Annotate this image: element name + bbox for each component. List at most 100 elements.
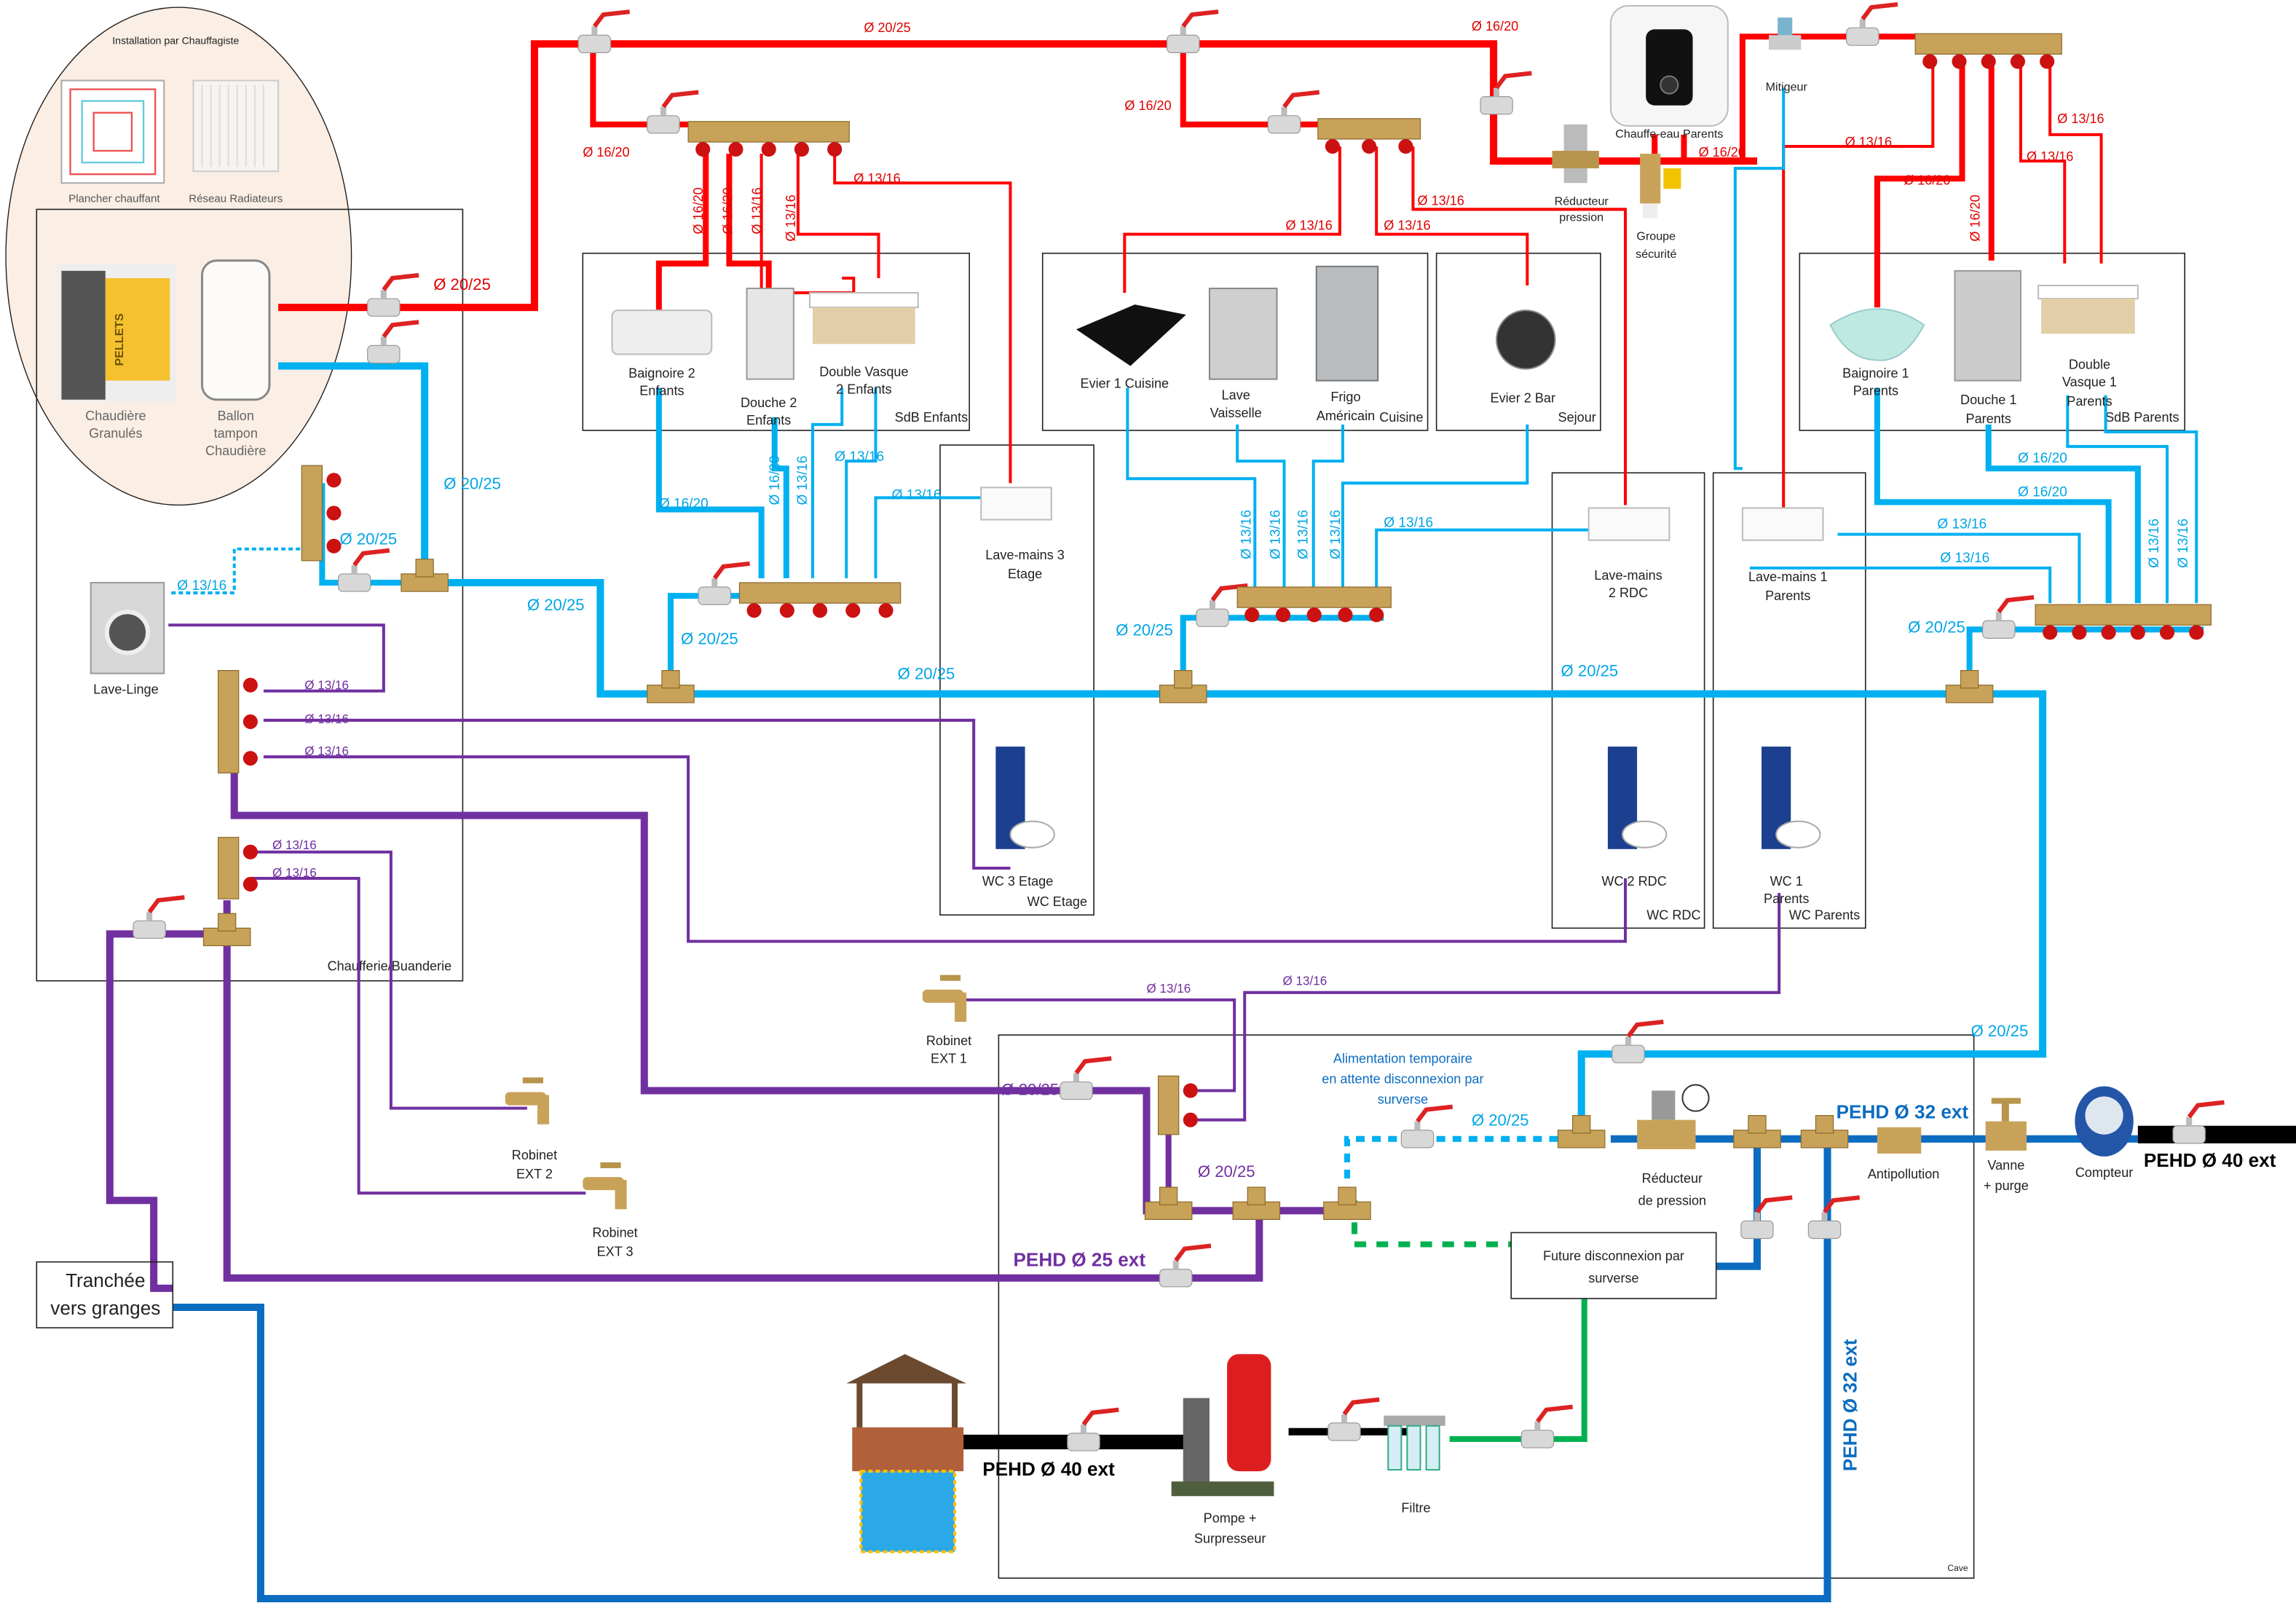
manifold-tap-icon[interactable] (2159, 625, 2175, 640)
manifold-tap-icon[interactable] (1183, 1083, 1198, 1098)
manifold-tap-icon[interactable] (242, 877, 258, 892)
manifold-tap-icon[interactable] (1981, 54, 1996, 69)
frigo-label-2: Américain (1317, 409, 1375, 423)
mixing-valve-icon (1769, 17, 1802, 50)
wc-1-label-2: Parents (1764, 891, 1809, 906)
ball-valve-icon[interactable] (1740, 1195, 1793, 1240)
outdoor-tap-icon[interactable] (922, 974, 967, 1023)
pressure-reducer-icon (1552, 124, 1599, 184)
ball-valve-icon[interactable] (698, 561, 750, 605)
gate-valve-icon[interactable] (1985, 1098, 2027, 1151)
manifold-tap-icon[interactable] (326, 473, 342, 488)
antipollution-label: Antipollution (1868, 1167, 1940, 1181)
manifold-tap-icon[interactable] (695, 141, 711, 157)
manifold-tap-icon[interactable] (794, 141, 809, 157)
ball-valve-icon[interactable] (1196, 583, 1248, 627)
hot-main-pipe (278, 40, 1758, 312)
ball-valve-icon[interactable] (1480, 71, 1532, 115)
manifold-tap-icon[interactable] (242, 677, 258, 693)
manifold-tap-icon[interactable] (326, 538, 342, 554)
mitigeur-label: Mitigeur (1766, 81, 1808, 94)
ball-valve-icon[interactable] (133, 895, 185, 940)
manifold-tap-icon[interactable] (242, 714, 258, 730)
manifold-tap-icon[interactable] (878, 603, 893, 618)
manifold-tap-icon[interactable] (746, 603, 762, 618)
manifold-tap-icon[interactable] (1275, 607, 1291, 623)
ball-valve-icon[interactable] (647, 90, 699, 134)
manifold-icon (1317, 118, 1421, 154)
hand-basin-icon (980, 487, 1052, 521)
ball-valve-icon[interactable] (1520, 1404, 1573, 1449)
manifold-tap-icon[interactable] (2072, 625, 2087, 640)
ball-valve-icon[interactable] (577, 9, 630, 53)
room-wc-etage-label: WC Etage (1027, 894, 1087, 909)
manifold-tap-icon[interactable] (845, 603, 861, 618)
water-meter-icon (2075, 1086, 2134, 1157)
manifold-tap-icon[interactable] (2043, 625, 2058, 640)
ball-valve-icon[interactable] (2172, 1100, 2225, 1144)
ball-valve-icon[interactable] (1611, 1020, 1664, 1063)
manifold-tap-icon[interactable] (1369, 607, 1384, 623)
ball-valve-icon[interactable] (1982, 595, 2035, 639)
evier-1-label: Evier 1 Cuisine (1081, 377, 1169, 391)
well-icon (846, 1354, 967, 1553)
manifold-tap-icon[interactable] (1325, 138, 1340, 154)
pipe-diameter-label: PEHD Ø 40 ext (982, 1458, 1115, 1480)
manifold-tap-icon[interactable] (813, 603, 828, 618)
robinet-ext-2-label-2: EXT 2 (516, 1167, 553, 1181)
ball-valve-icon[interactable] (1067, 1407, 1119, 1452)
alimentation-label: Alimentation temporaire (1333, 1051, 1472, 1066)
manifold-tap-icon[interactable] (1922, 54, 1938, 69)
pipe-diameter-label: Ø 20/25 (681, 629, 738, 647)
manifold-tap-icon[interactable] (242, 844, 258, 859)
manifold-tap-icon[interactable] (1952, 54, 1967, 69)
future-disconnection-box (1510, 1232, 1717, 1299)
manifold-tap-icon[interactable] (2130, 625, 2145, 640)
ball-valve-icon[interactable] (1328, 1397, 1380, 1441)
ball-valve-icon[interactable] (1846, 2, 1898, 46)
manifold-tap-icon[interactable] (2010, 54, 2025, 69)
ball-valve-icon[interactable] (1060, 1056, 1112, 1100)
manifold-tap-icon[interactable] (2040, 54, 2055, 69)
manifold-icon (1157, 1075, 1198, 1135)
manifold-tap-icon[interactable] (1338, 607, 1353, 623)
baignoire-2-label: Baignoire 2 (628, 366, 695, 381)
ball-valve-icon[interactable] (367, 272, 419, 317)
ball-valve-icon[interactable] (1167, 9, 1219, 53)
manifold-tap-icon[interactable] (779, 603, 794, 618)
room-wc-parents (1712, 472, 1866, 929)
manifold-tap-icon[interactable] (2189, 625, 2204, 640)
manifold-tap-icon[interactable] (1183, 1112, 1198, 1127)
manifold-tap-icon[interactable] (2101, 625, 2116, 640)
manifold-tap-icon[interactable] (1306, 607, 1322, 623)
pipe-diameter-label: Ø 13/16 (304, 679, 349, 693)
manifold-tap-icon[interactable] (827, 141, 843, 157)
hot-pipe-baignoire-1 (1874, 66, 1965, 308)
manifold-tap-icon[interactable] (1398, 138, 1413, 154)
ball-valve-icon[interactable] (1807, 1195, 1861, 1240)
ball-valve-icon[interactable] (367, 320, 419, 364)
manifold-tap-icon[interactable] (1244, 607, 1260, 623)
pipe-diameter-label: Ø 13/16 (1845, 135, 1892, 149)
ball-valve-icon[interactable] (1400, 1104, 1453, 1149)
tee-fitting-icon (1323, 1186, 1371, 1220)
pressure-reducer-gauge-icon (1637, 1084, 1710, 1149)
ball-valve-icon[interactable] (1159, 1243, 1212, 1288)
ball-valve-icon[interactable] (1267, 90, 1320, 134)
manifold-tap-icon[interactable] (242, 751, 258, 766)
pipe-diameter-label: Ø 20/25 (1971, 1022, 2029, 1040)
manifold-tap-icon[interactable] (1362, 138, 1377, 154)
outdoor-tap-icon[interactable] (505, 1077, 550, 1125)
manifold-tap-icon[interactable] (326, 505, 342, 521)
manifold-tap-icon[interactable] (728, 141, 743, 157)
cold-water-pipes (168, 87, 2204, 1179)
pipe-pehd-32-granges (173, 1138, 1831, 1602)
plancher-label: Plancher chauffant (68, 192, 160, 205)
ball-valve-icon[interactable] (337, 548, 390, 592)
outdoor-tap-icon[interactable] (583, 1162, 627, 1210)
reducteur-label: Réducteur (1642, 1171, 1703, 1186)
compteur-label: Compteur (2075, 1165, 2133, 1180)
room-wc-etage (939, 444, 1094, 916)
pipe-diameter-label: Ø 13/16 (892, 487, 942, 503)
manifold-tap-icon[interactable] (761, 141, 776, 157)
